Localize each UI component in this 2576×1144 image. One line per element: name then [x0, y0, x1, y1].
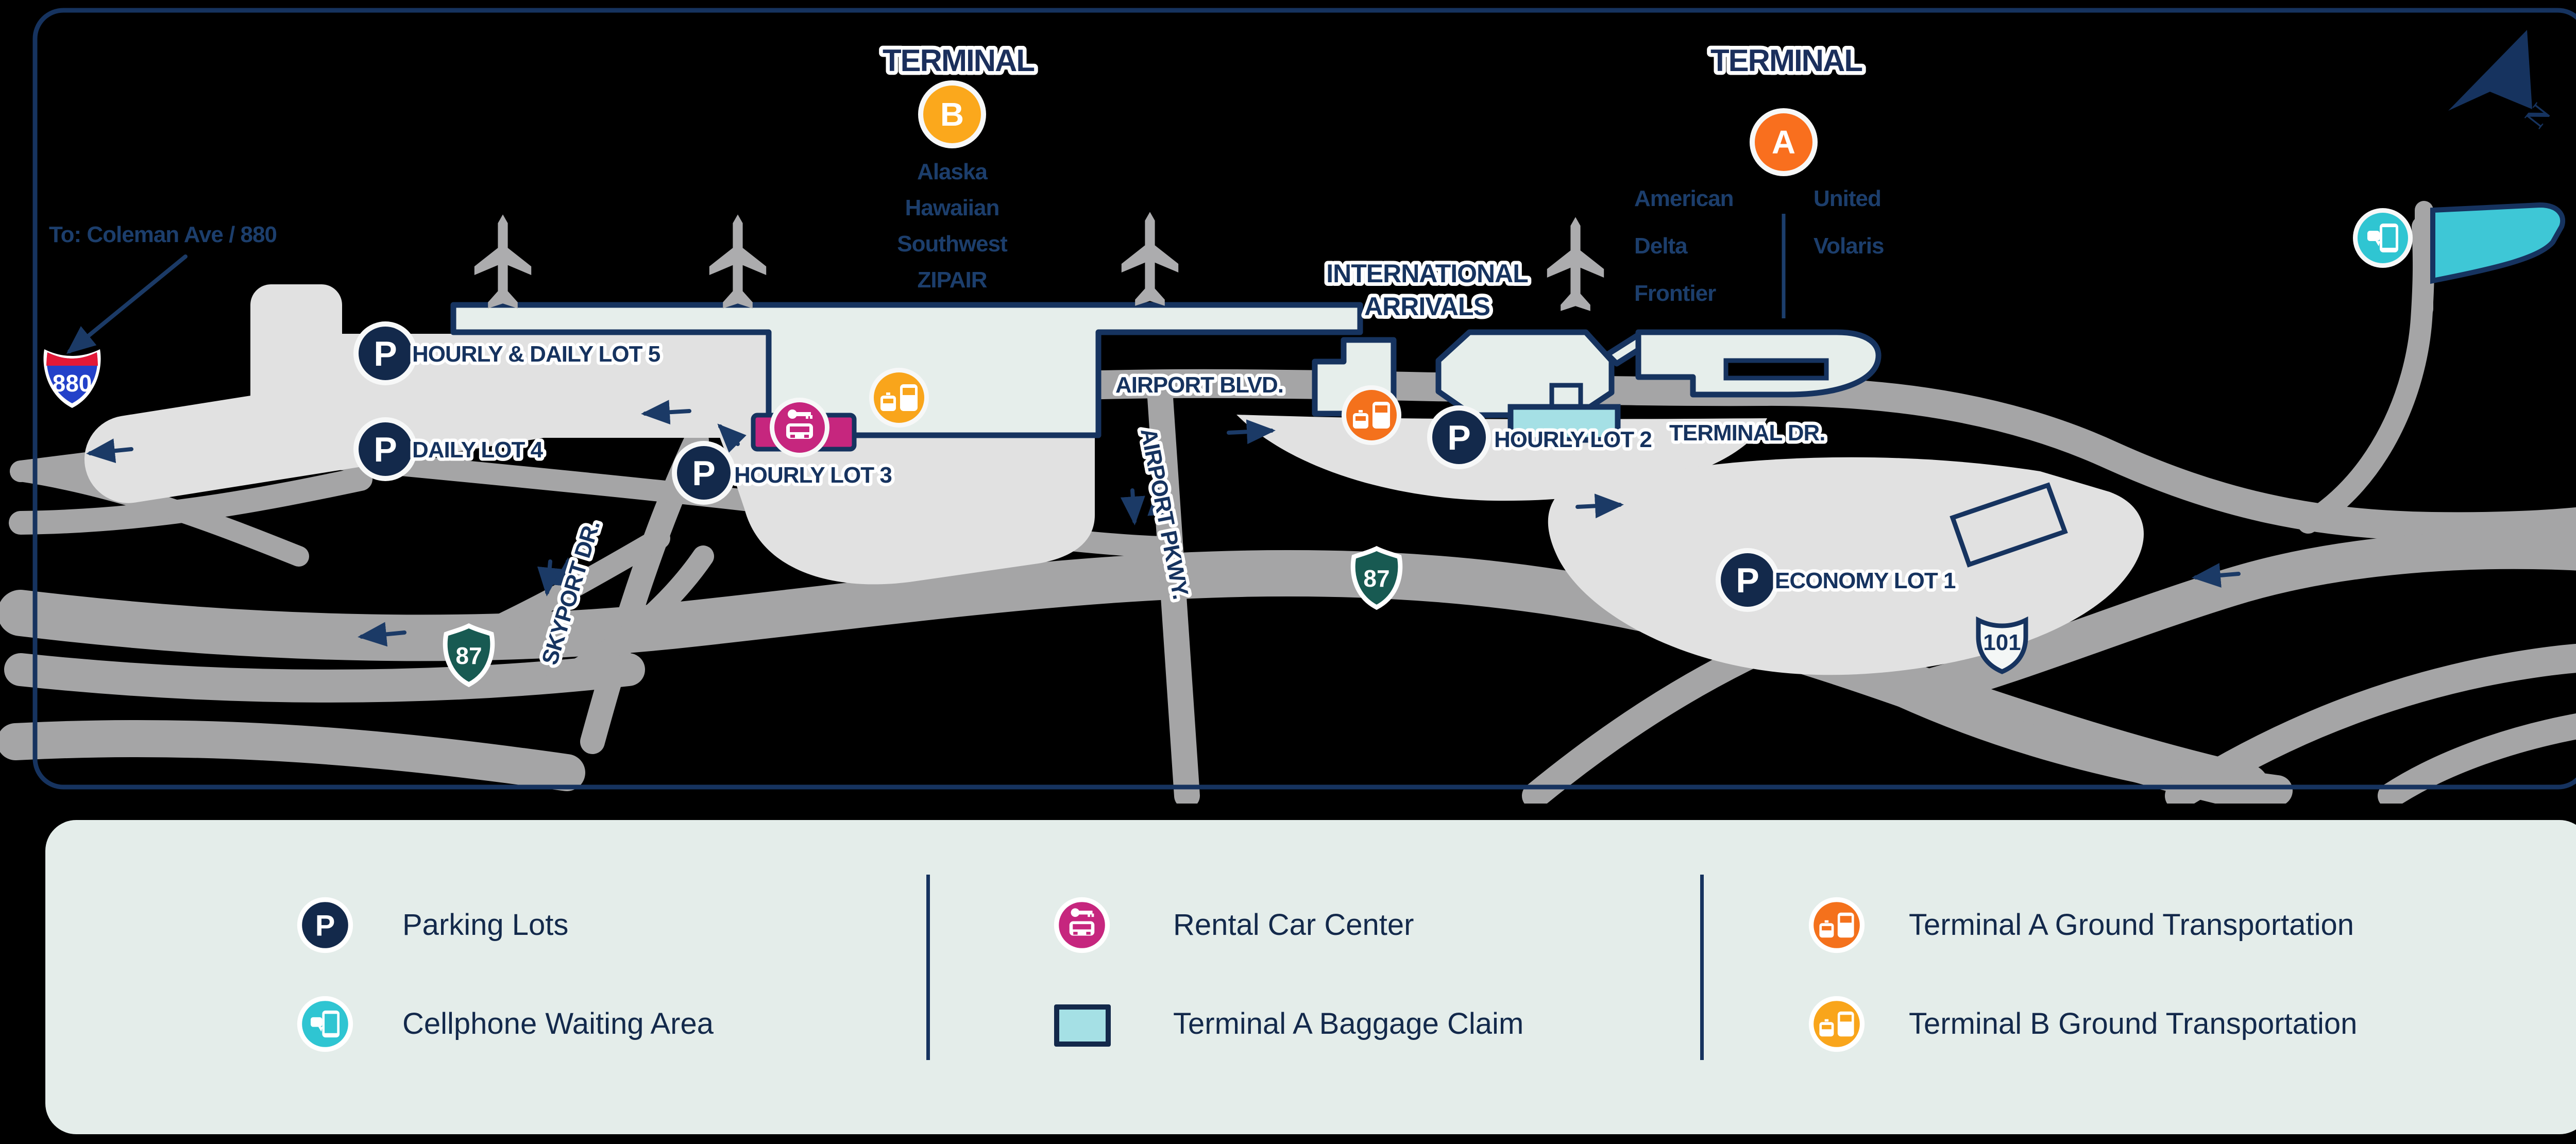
- parking-p-letter: P: [1447, 418, 1470, 457]
- shield-number: 87: [1363, 565, 1389, 592]
- airline-label: Hawaiian: [905, 195, 999, 220]
- bus-taxi-icon: [1353, 402, 1390, 429]
- terminal-a-baggage-claim-area: [1507, 404, 1621, 443]
- lot5-label: HOURLY & DAILY LOT 5: [412, 342, 660, 367]
- parking-icon-lot1: P: [1716, 548, 1780, 612]
- terminal-a-notch: [1723, 358, 1829, 381]
- parking-p-letter: P: [374, 334, 397, 373]
- airplane-icon: [474, 214, 532, 309]
- airline-label: Volaris: [1814, 233, 1884, 259]
- lot4-label: DAILY LOT 4: [412, 437, 544, 463]
- legend-item-label: Terminal A Ground Transportation: [1909, 908, 2354, 942]
- terminal-a-badge: A: [1750, 108, 1818, 176]
- airplane-icon: [709, 214, 767, 309]
- international-arrivals-label-line2: ARRIVALS: [1364, 292, 1490, 321]
- legend-item-label: Cellphone Waiting Area: [402, 1007, 714, 1040]
- route-87-shield-west: 87: [443, 623, 495, 688]
- bus-taxi-icon: [880, 384, 918, 411]
- baggage-claim-swatch: [1054, 1004, 1111, 1047]
- parking-p-letter: P: [374, 430, 397, 469]
- terminal-a-header: TERMINAL A American Delta Frontier Unite…: [1634, 40, 1884, 318]
- cellphone-waiting-icon: [2353, 208, 2413, 268]
- lot1-inner-outline: [1950, 482, 2068, 568]
- legend-divider-2: [1700, 875, 1704, 1060]
- airline-label: Delta: [1634, 233, 1688, 259]
- airport-map-canvas: N To: Coleman Ave / 880 880 87 87 101 P …: [0, 8, 2576, 804]
- international-arrivals-label-line1: INTERNATIONAL: [1326, 259, 1528, 288]
- cellphone-icon: [2367, 224, 2398, 252]
- road-direction-arrows: [86, 223, 2469, 647]
- compass-north-arrow: [2448, 30, 2532, 111]
- airline-label: ZIPAIR: [918, 267, 987, 293]
- legend-panel: P Parking Lots Cellphone Waiting Area Re…: [45, 820, 2576, 1134]
- lot1-label: ECONOMY LOT 1: [1775, 568, 1956, 593]
- parking-p-letter: P: [1736, 561, 1759, 600]
- legend-item-label: Terminal A Baggage Claim: [1173, 1007, 1524, 1040]
- legend-divider-1: [926, 875, 930, 1060]
- terminal-b-title: TERMINAL: [883, 43, 1034, 78]
- parking-icon-lot3: P: [672, 441, 736, 505]
- rental-car-icon: [1053, 896, 1111, 954]
- terminal-b-header: TERMINAL B Alaska Hawaiian Southwest ZIP…: [879, 40, 1039, 293]
- us-101-shield: 101: [1976, 616, 2028, 674]
- parking-icon-lot4: P: [353, 417, 417, 481]
- terminal-a-letter: A: [1772, 124, 1795, 161]
- shield-number: 101: [1983, 630, 2021, 655]
- car-key-icon: [786, 409, 813, 439]
- parking-icon: P: [296, 896, 354, 954]
- terminal-b-badge: B: [918, 80, 986, 148]
- international-arrivals-building: [1435, 329, 1615, 418]
- lot2-label: HOURLY LOT 2: [1494, 427, 1652, 452]
- airline-label: United: [1814, 186, 1881, 211]
- parking-p-letter: P: [692, 454, 715, 493]
- road-network: [0, 201, 2576, 804]
- terminal-a-title: TERMINAL: [1710, 43, 1862, 78]
- to-coleman-label: To: Coleman Ave / 880: [49, 222, 277, 247]
- airline-label: Alaska: [917, 159, 988, 184]
- map-border: [32, 8, 2576, 790]
- shield-number: 880: [53, 370, 92, 397]
- parking-icon-lot2: P: [1427, 405, 1491, 469]
- lot4-area: [84, 339, 656, 503]
- airline-label: Frontier: [1634, 281, 1716, 306]
- terminal-b-ground-transport-icon: [869, 368, 929, 428]
- airline-label: American: [1634, 186, 1734, 211]
- cellphone-icon: [296, 995, 354, 1053]
- parking-icon-lot5: P: [353, 321, 417, 385]
- lot1-area: [1548, 457, 2144, 675]
- cellphone-waiting-lot: [2430, 202, 2566, 284]
- airplane-icon: [1547, 217, 1604, 311]
- legend-item-label: Rental Car Center: [1173, 908, 1414, 942]
- terminal-b-letter: B: [940, 96, 964, 133]
- legend-item-label: Parking Lots: [402, 908, 569, 942]
- shield-number: 87: [455, 642, 482, 669]
- legend-item-label: Terminal B Ground Transportation: [1909, 1007, 2358, 1040]
- route-87-shield-east: 87: [1350, 545, 1403, 610]
- compass: N: [2448, 30, 2557, 134]
- airplane-icon: [1121, 212, 1179, 306]
- ground-transport-b-icon: [1808, 995, 1866, 1053]
- terminal-dr-label: TERMINAL DR.: [1669, 420, 1825, 446]
- airport-map: N To: Coleman Ave / 880 880 87 87 101 P …: [0, 8, 2576, 804]
- interstate-880-shield: 880: [43, 349, 101, 408]
- to-coleman-arrow: [66, 254, 188, 354]
- airline-label: Southwest: [897, 231, 1008, 257]
- ground-transport-a-icon: [1808, 896, 1866, 954]
- parking-p-letter: P: [315, 910, 335, 943]
- airport-blvd-label: AIRPORT BLVD.: [1115, 372, 1283, 398]
- lot3-label: HOURLY LOT 3: [734, 463, 892, 488]
- rental-car-center-icon: [770, 398, 829, 457]
- terminal-a-ground-transport-icon: [1342, 385, 1401, 445]
